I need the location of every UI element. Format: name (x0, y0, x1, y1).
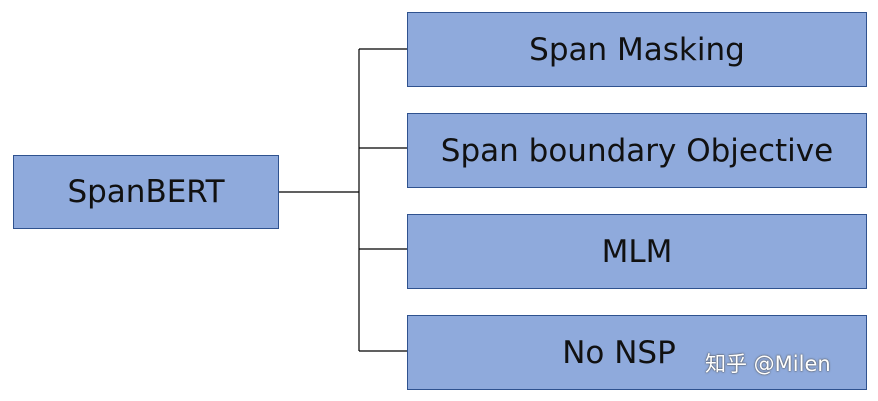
child-node-span-masking: Span Masking (407, 12, 867, 87)
child-node-label: Span boundary Objective (440, 132, 834, 169)
child-node-no-nsp: No NSP (407, 315, 867, 390)
watermark: 知乎 @Milen (705, 352, 831, 376)
child-node-label: Span Masking (529, 31, 745, 68)
root-node-label: SpanBERT (67, 174, 225, 210)
child-node-mlm: MLM (407, 214, 867, 289)
child-node-label: No NSP (562, 334, 676, 371)
child-node-label: MLM (601, 233, 673, 270)
child-node-span-boundary-objective: Span boundary Objective (407, 113, 867, 188)
root-node-spanbert: SpanBERT (13, 155, 279, 229)
